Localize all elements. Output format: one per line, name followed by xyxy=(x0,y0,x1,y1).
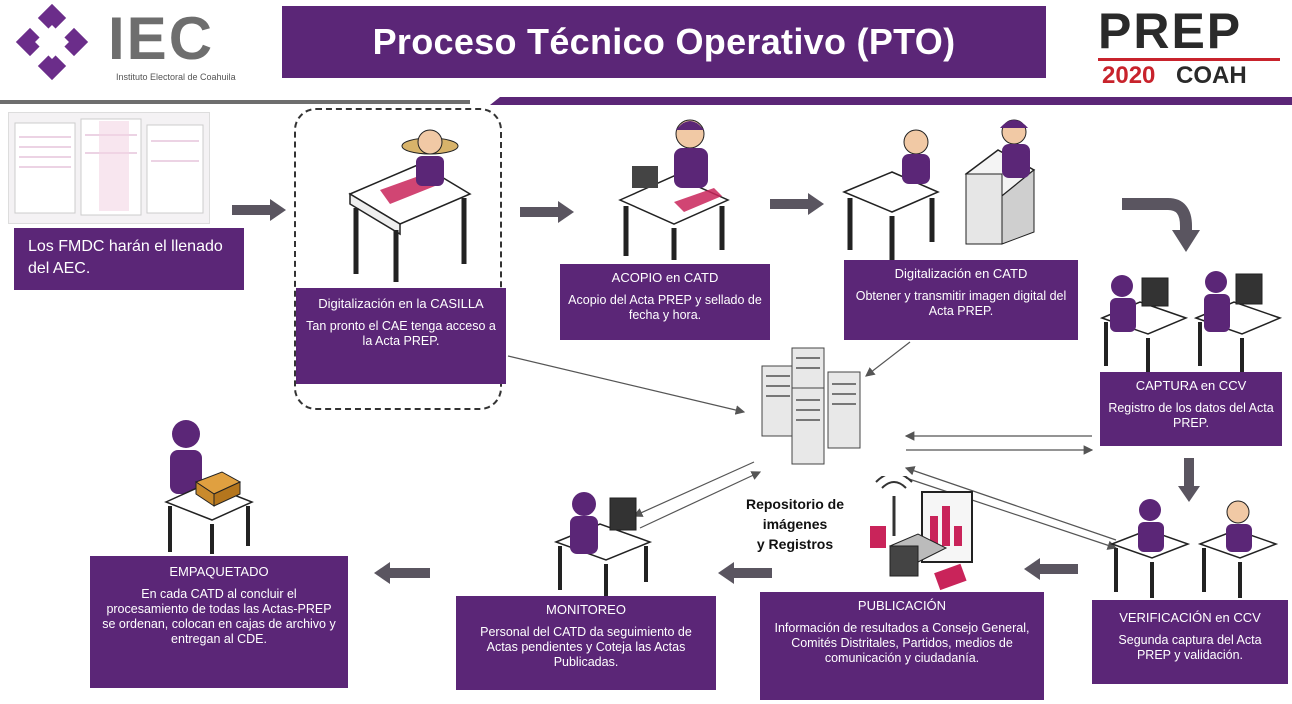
acopio-box: ACOPIO en CATD Acopio del Acta PREP y se… xyxy=(560,264,770,340)
server-repository-icon xyxy=(761,347,861,465)
repository-line-1: Repositorio de xyxy=(745,496,844,512)
monitoreo-title: MONITOREO xyxy=(546,602,626,617)
page-title-band: Proceso Técnico Operativo (PTO) xyxy=(282,6,1046,78)
digitalizacion-catd-box: Digitalización en CATD Obtener y transmi… xyxy=(844,260,1078,340)
header-rule-shape xyxy=(0,97,1292,105)
iec-emblem-icon xyxy=(15,4,89,81)
digitalizacion-catd-title: Digitalización en CATD xyxy=(894,266,1028,281)
monitoreo-box: MONITOREO Personal del CATD da seguimien… xyxy=(456,596,716,690)
arrow-casilla-to-acopio xyxy=(520,207,558,217)
casilla-desc: Tan pronto el CAE tenga acceso a la Acta… xyxy=(306,319,496,348)
verificacion-workers-illustration xyxy=(1109,499,1279,598)
publicacion-box: PUBLICACIÓN Información de resultados a … xyxy=(760,592,1044,700)
prep-logo-divider xyxy=(1098,58,1280,61)
casilla-frame xyxy=(294,108,502,410)
captura-box: CAPTURA en CCV Registro de los datos del… xyxy=(1100,372,1282,446)
acta-form-graphic xyxy=(14,118,204,216)
repository-line-3: y Registros xyxy=(756,536,834,552)
acopio-worker-illustration xyxy=(618,119,730,260)
arrow-head-icon xyxy=(718,562,734,584)
org-subtitle: Instituto Electoral de Coahuila xyxy=(116,72,236,82)
empaquetado-desc: En cada CATD al concluir el procesamient… xyxy=(102,587,336,646)
monitoreo-worker-illustration xyxy=(553,492,653,596)
publicacion-title: PUBLICACIÓN xyxy=(857,598,947,613)
repository-line-2: imágenes xyxy=(762,516,828,532)
publicacion-desc: Información de resultados a Consejo Gene… xyxy=(774,621,1030,665)
arrow-fmdc-to-casilla xyxy=(232,205,270,215)
arrow-head-icon xyxy=(808,193,824,215)
arrow-head-icon xyxy=(1178,486,1200,502)
digitalizacion-catd-illustration xyxy=(842,119,1036,260)
acopio-title: ACOPIO en CATD xyxy=(611,270,719,285)
page-title: Proceso Técnico Operativo (PTO) xyxy=(372,21,956,62)
fmdc-text: Los FMDC harán el llenado del AEC. xyxy=(28,238,223,277)
prep-logo-text: PREP xyxy=(1098,3,1243,59)
verificacion-desc: Segunda captura del Acta PREP y validaci… xyxy=(1118,633,1262,662)
verificacion-title: VERIFICACIÓN en CCV xyxy=(1119,610,1261,625)
arrow-head-icon xyxy=(1024,558,1040,580)
arrow-publicacion-to-monitoreo xyxy=(734,568,772,578)
repository-label: Repositorio de imágenes y Registros xyxy=(730,494,860,554)
captura-workers-illustration xyxy=(1099,271,1283,372)
fmdc-box: Los FMDC harán el llenado del AEC. xyxy=(14,228,244,290)
prep-logo-region: COAH xyxy=(1176,62,1247,89)
arrow-head-icon xyxy=(1172,230,1200,252)
casilla-box: Digitalización en la CASILLA Tan pronto … xyxy=(296,288,506,384)
arrow-to-captura xyxy=(1122,198,1200,252)
acopio-desc: Acopio del Acta PREP y sellado de fecha … xyxy=(568,293,762,322)
arrow-head-icon xyxy=(270,199,286,221)
verificacion-box: VERIFICACIÓN en CCV Segunda captura del … xyxy=(1092,600,1288,684)
captura-desc: Registro de los datos del Acta PREP. xyxy=(1108,401,1274,430)
monitoreo-desc: Personal del CATD da seguimiento de Acta… xyxy=(480,625,692,669)
empaquetado-box: EMPAQUETADO En cada CATD al concluir el … xyxy=(90,556,348,688)
prep-logo-year: 2020 xyxy=(1102,62,1156,89)
casilla-title: Digitalización en la CASILLA xyxy=(318,296,484,311)
arrow-head-icon xyxy=(374,562,390,584)
arrow-acopio-to-digitalizacion xyxy=(770,199,808,209)
casilla-worker-illustration xyxy=(348,129,472,282)
arrow-monitoreo-to-empaquetado xyxy=(390,568,430,578)
iec-logo: IEC Instituto Electoral de Coahuila xyxy=(12,4,272,86)
publicacion-media-illustration xyxy=(870,476,973,591)
prep-logo: PREP 2020 COAH xyxy=(1094,3,1286,92)
arrow-verificacion-to-publicacion xyxy=(1040,564,1078,574)
empaquetado-title: EMPAQUETADO xyxy=(169,564,269,579)
acta-form-image xyxy=(8,112,210,224)
arrow-head-icon xyxy=(558,201,574,223)
digitalizacion-catd-desc: Obtener y transmitir imagen digital del … xyxy=(855,289,1067,318)
empaquetado-worker-illustration xyxy=(164,420,254,554)
header-rule xyxy=(0,94,1292,105)
org-name: IEC xyxy=(108,5,215,72)
arrow-captura-to-verificacion xyxy=(1184,458,1194,488)
captura-title: CAPTURA en CCV xyxy=(1135,378,1247,393)
